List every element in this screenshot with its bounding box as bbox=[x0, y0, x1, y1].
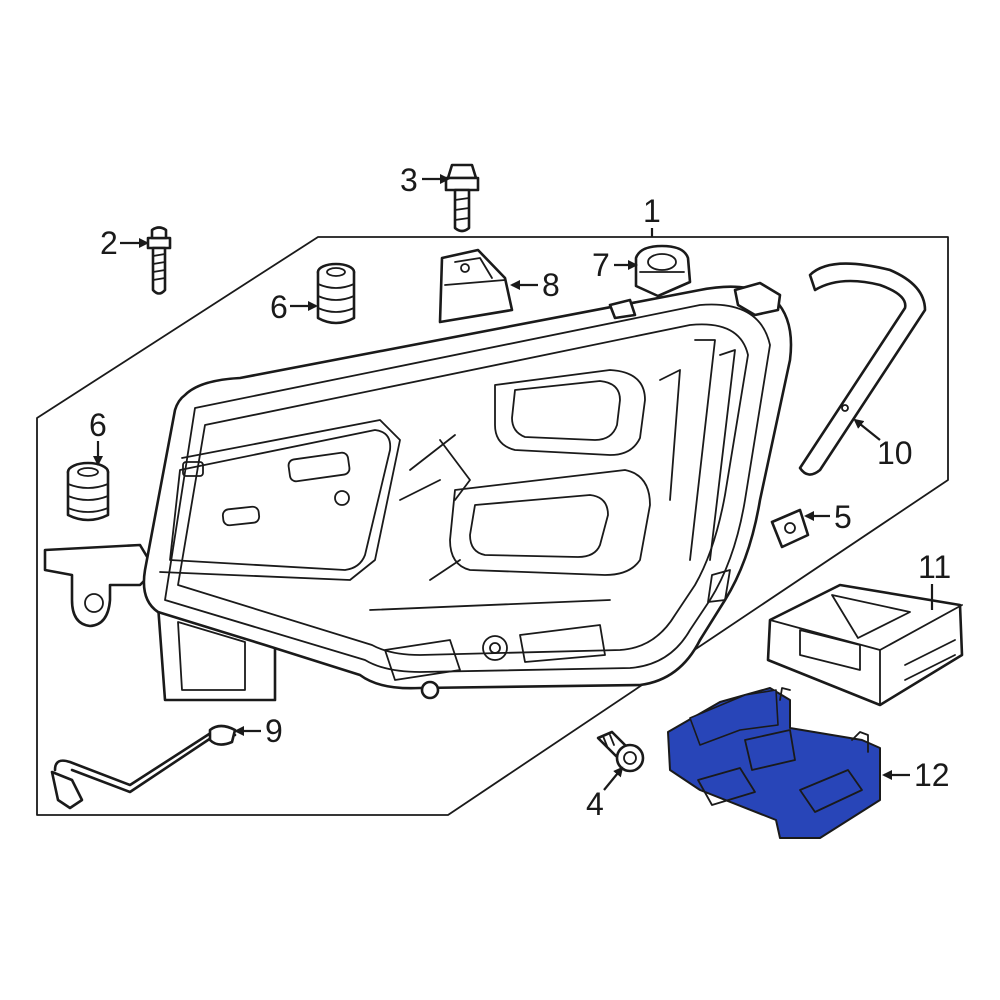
svg-text:11: 11 bbox=[918, 549, 951, 585]
bolt-part-2[interactable] bbox=[146, 226, 172, 295]
callout-12: 12 bbox=[882, 757, 950, 793]
callout-5: 5 bbox=[804, 499, 852, 535]
module-bracket-part-12[interactable] bbox=[667, 687, 881, 839]
svg-text:7: 7 bbox=[592, 247, 610, 283]
svg-text:6: 6 bbox=[89, 407, 107, 443]
callout-9: 9 bbox=[234, 713, 283, 749]
svg-text:12: 12 bbox=[914, 757, 950, 793]
callout-3: 3 bbox=[400, 162, 450, 198]
harness-part-9[interactable] bbox=[50, 724, 237, 810]
callout-11: 11 bbox=[918, 549, 951, 610]
svg-text:1: 1 bbox=[643, 193, 661, 229]
callout-4: 4 bbox=[586, 766, 624, 822]
callout-6-lower: 6 bbox=[89, 407, 107, 466]
bracket-part-8[interactable] bbox=[438, 248, 514, 324]
callout-1: 1 bbox=[643, 193, 661, 237]
callout-8: 8 bbox=[510, 267, 560, 303]
svg-text:2: 2 bbox=[100, 225, 118, 261]
clip-part-5[interactable] bbox=[770, 508, 810, 549]
assembly-outline bbox=[36, 236, 949, 816]
trim-strip-part-10[interactable] bbox=[798, 262, 927, 476]
callout-2: 2 bbox=[100, 225, 149, 261]
svg-text:6: 6 bbox=[270, 289, 288, 325]
bolt-part-4[interactable] bbox=[596, 730, 645, 773]
grommet-part-6-upper[interactable] bbox=[316, 262, 356, 325]
clip-part-7[interactable] bbox=[634, 244, 692, 298]
callout-7: 7 bbox=[592, 247, 638, 283]
callout-10: 10 bbox=[853, 418, 913, 471]
svg-text:5: 5 bbox=[834, 499, 852, 535]
headlamp-assembly[interactable] bbox=[43, 281, 793, 702]
control-module-part-11[interactable] bbox=[766, 583, 964, 707]
grommet-part-6-lower[interactable] bbox=[66, 461, 110, 522]
svg-text:10: 10 bbox=[877, 435, 913, 471]
svg-text:4: 4 bbox=[586, 786, 604, 822]
svg-text:3: 3 bbox=[400, 162, 418, 198]
bolt-part-3[interactable] bbox=[444, 163, 480, 233]
callout-6-upper: 6 bbox=[270, 289, 318, 325]
svg-text:8: 8 bbox=[542, 267, 560, 303]
svg-text:9: 9 bbox=[265, 713, 283, 749]
